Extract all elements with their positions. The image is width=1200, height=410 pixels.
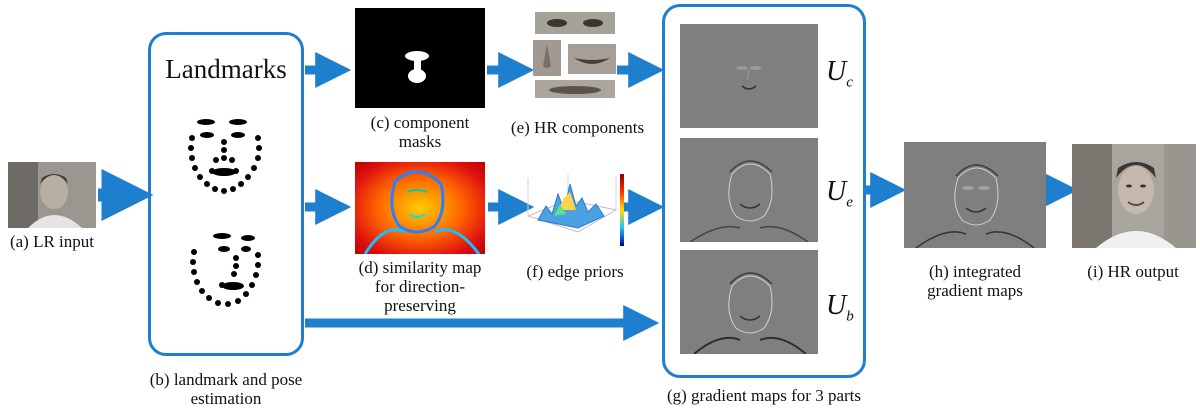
hr-component-lower [535,80,615,98]
symbol-ue: Ue [826,176,853,211]
hr-components-caption: (e) HR components [510,118,645,137]
symbol-uc: Uc [826,56,853,91]
component-masks-caption-line1: (c) component [370,113,470,132]
integrated-caption-line2: gradient maps [927,281,1023,300]
landmarks-caption-line2: estimation [190,389,262,408]
integrated-gradient-image [904,142,1046,248]
hr-component-mouth [568,44,616,74]
similarity-caption-line2: for direction- [374,277,466,296]
hr-component-eyes [535,12,615,34]
component-masks-caption-line2: masks [398,132,442,151]
similarity-caption-line3: preserving [384,296,456,315]
component-masks-image [355,8,485,108]
landmarks-caption-line1: (b) landmark and pose [149,370,303,389]
similarity-map-image [355,162,485,254]
hr-component-nose [533,40,561,76]
landmarks-title: Landmarks [165,54,287,84]
gradient-maps-caption: (g) gradient maps for 3 parts [666,386,862,405]
integrated-caption-line1: (h) integrated [928,262,1022,281]
landmarks-frontal-drawing [188,119,262,194]
hr-output-image [1072,144,1196,248]
gradient-map-background [680,250,818,354]
landmarks-profile-drawing [190,233,261,307]
hr-output-caption: (i) HR output [1087,262,1179,281]
symbol-ub: Ub [826,290,854,325]
edge-priors-plot [518,170,628,250]
landmarks-panel [148,32,304,356]
lr-input-image [8,162,96,228]
gradient-maps-panel [662,4,866,378]
edge-priors-caption: (f) edge priors [526,262,624,281]
lr-input-caption: (a) LR input [9,232,95,251]
similarity-caption-line1: (d) similarity map [358,258,482,277]
gradient-map-edges [680,138,818,242]
gradient-map-components [680,24,818,128]
